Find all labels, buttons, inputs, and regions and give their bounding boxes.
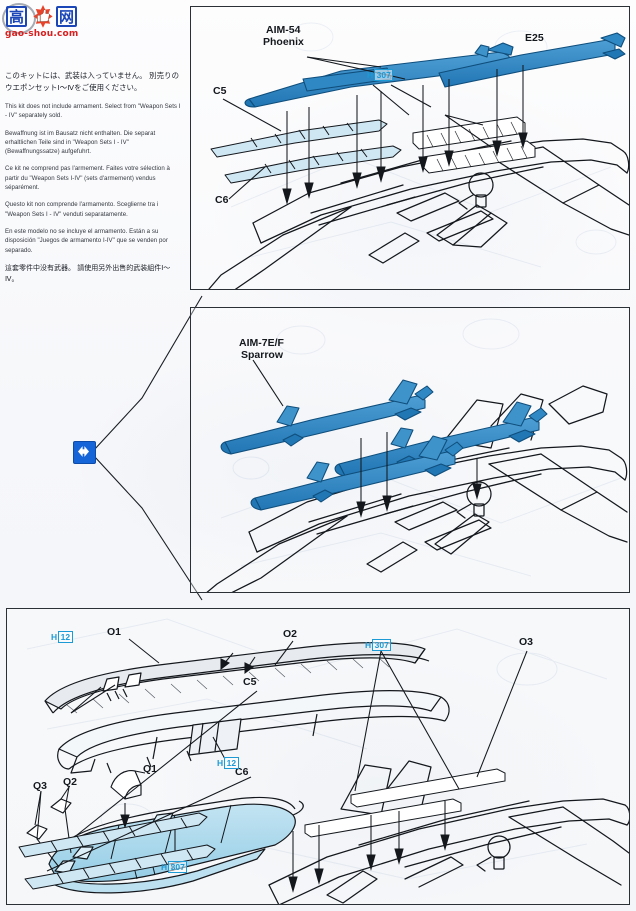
htag-number: 307 [168,861,188,873]
htag-h12-lower: H 12 [217,757,239,769]
note-chinese: 這套零件中没有武器。 請使用另外出售的武装組件Ⅰ～Ⅳ。 [5,263,171,283]
htag-letter: H [365,640,372,650]
htag-number: 12 [224,757,239,769]
htag-h12-upper: H 12 [51,631,73,643]
logo-char-left: 高 [6,6,27,27]
logo-domain-text: gao-shou.com [5,29,79,39]
htag-number: 307 [374,69,394,81]
sparrow-diagram [206,318,628,592]
phoenix-diagram [208,22,629,289]
label-o1-top: O1 [107,626,122,638]
label-o3: O3 [519,636,534,648]
site-logo: 高 网 gao-shou.com [2,3,82,44]
label-e25: E25 [525,32,544,44]
htag-letter: H [217,758,224,768]
htag-letter: H [51,632,58,642]
htag-h307: H 307 [367,69,394,81]
htag-number: 12 [58,631,73,643]
htag-letter: H [367,70,374,80]
fuel-tank-and-pylon-panel: O1 O2 O3 C5 C6 Q1 Q2 Q3 H 12 H 12 H 307 … [6,608,630,905]
htag-h307-pylon: H 307 [365,639,392,651]
label-aim54: AIM-54 [266,24,301,36]
panel-connector-lines [93,295,203,601]
label-q1: Q1 [143,763,158,775]
phoenix-loadout-panel: AIM-54 Phoenix E25 C5 C6 H 307 [190,6,630,290]
label-sparrow: Sparrow [241,349,284,361]
armament-notice-block: このキットには、武装は入っていません。 別売りのウエポンセットⅠ～Ⅳをご使用くだ… [5,70,183,285]
label-q3: Q3 [33,780,48,792]
label-aim7ef: AIM-7E/F [239,337,284,349]
label-c5: C5 [213,85,227,97]
note-german: Bewaffnung ist im Bausatz nicht enthalte… [5,129,156,156]
label-c5-bottom: C5 [243,676,257,688]
label-c6: C6 [215,194,229,206]
label-c6-bottom: C6 [235,766,249,778]
tank-pylon-diagram [18,618,629,904]
htag-number: 307 [372,639,392,651]
htag-h307-tank: H 307 [161,861,188,873]
label-q2: Q2 [63,776,78,788]
label-phoenix: Phoenix [263,36,304,48]
note-french: Ce kit ne comprend pas l'armement. Faite… [5,165,170,192]
logo-ring-decoration [2,3,36,34]
left-right-arrow-icon [73,441,96,464]
hand-thumbs-up-icon [31,4,55,29]
sparrow-loadout-panel: AIM-7E/F Sparrow [190,307,630,593]
note-japanese: このキットには、武装は入っていません。 別売りのウエポンセットⅠ～Ⅳをご使用くだ… [5,71,180,92]
note-spanish: En este modelo no se incluye el armament… [5,227,168,254]
label-o2-top: O2 [283,628,298,640]
note-italian: Questo kit non comprende l'armamento. Sc… [5,201,159,218]
htag-letter: H [161,862,168,872]
logo-char-right: 网 [56,6,77,27]
note-english: This kit does not include armament. Sele… [5,103,181,120]
